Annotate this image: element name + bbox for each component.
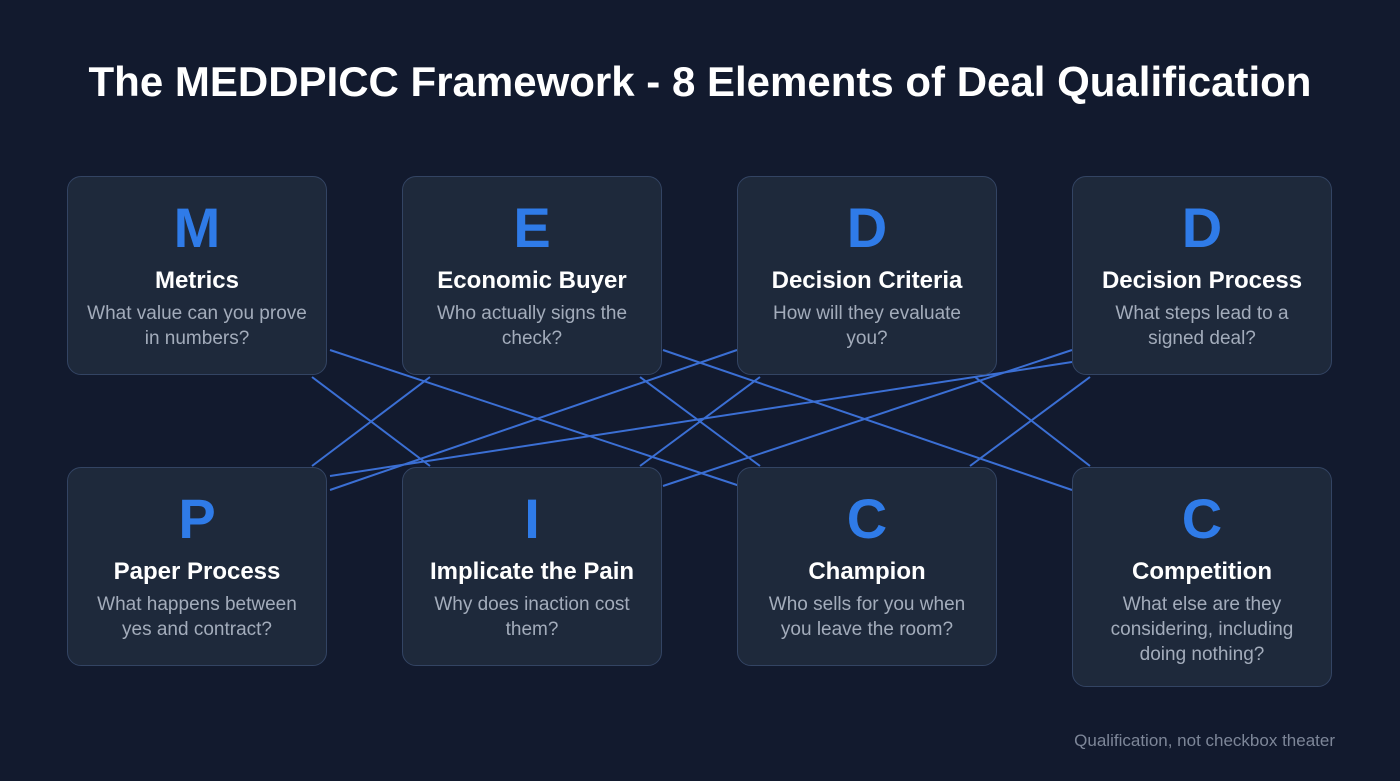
page-title: The MEDDPICC Framework - 8 Elements of D…: [88, 58, 1312, 105]
card-name: Champion: [808, 558, 926, 585]
card-name: Metrics: [154, 267, 240, 294]
card-question: What steps lead to a signed deal?: [1115, 303, 1289, 349]
card-question: What happens between yes and contract?: [97, 594, 297, 640]
card-letter: D: [1181, 196, 1223, 259]
card-implicate-the-pain: I Implicate the Pain Why does inaction c…: [402, 467, 662, 666]
card-decision-criteria: D Decision Criteria How will they evalua…: [737, 176, 997, 375]
footer-tagline: Qualification, not checkbox theater: [1074, 731, 1335, 750]
card-letter: M: [173, 196, 221, 259]
card-question: What value can you prove in numbers?: [87, 303, 307, 349]
card-letter: C: [846, 487, 888, 550]
card-champion: C Champion Who sells for you when you le…: [737, 467, 997, 666]
card-name: Implicate the Pain: [429, 558, 635, 585]
card-letter: C: [1181, 487, 1223, 550]
card-question: Who actually signs the check?: [436, 303, 628, 349]
card-name: Decision Process: [1101, 267, 1303, 294]
card-competition: C Competition What else are they conside…: [1072, 467, 1332, 687]
card-question: Who sells for you when you leave the roo…: [768, 594, 966, 640]
card-name: Paper Process: [113, 558, 281, 585]
card-question: Why does inaction cost them?: [434, 594, 630, 640]
card-letter: D: [846, 196, 888, 259]
card-name: Economic Buyer: [437, 267, 627, 294]
card-question: How will they evaluate you?: [773, 303, 961, 349]
card-name: Competition: [1132, 558, 1272, 585]
card-letter: E: [513, 196, 551, 259]
card-letter: P: [178, 487, 216, 550]
card-economic-buyer: E Economic Buyer Who actually signs the …: [402, 176, 662, 375]
card-metrics: M Metrics What value can you prove in nu…: [67, 176, 327, 375]
card-letter: I: [524, 487, 540, 550]
card-paper-process: P Paper Process What happens between yes…: [67, 467, 327, 666]
card-name: Decision Criteria: [771, 267, 963, 294]
card-decision-process: D Decision Process What steps lead to a …: [1072, 176, 1332, 375]
card-question: What else are they considering, includin…: [1110, 594, 1294, 665]
